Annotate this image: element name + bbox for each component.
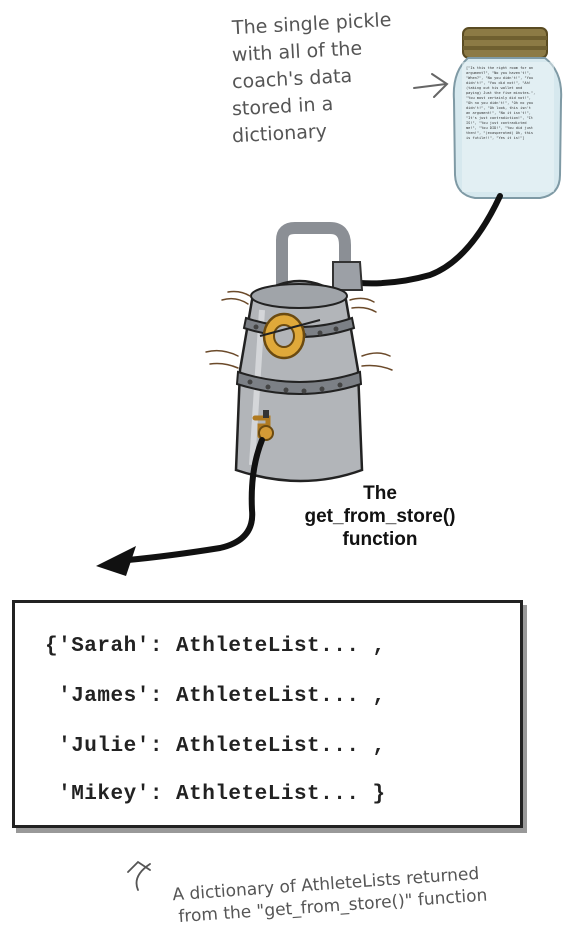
arrow-head-icon <box>96 546 136 576</box>
function-label: The get_from_store() function <box>285 482 475 551</box>
dictionary-box: {'Sarah': AthleteList... , 'James': Athl… <box>12 600 523 828</box>
pipe-hose <box>357 193 503 287</box>
bottom-note: A dictionary of AthleteLists returned fr… <box>172 864 582 927</box>
dictionary-line: 'Julie': AthleteList... , <box>45 735 386 758</box>
dictionary-line: {'Sarah': AthleteList... , <box>45 635 386 658</box>
output-hose <box>125 437 265 563</box>
store-tank-icon <box>205 222 393 483</box>
dictionary-line: 'James': AthleteList... , <box>45 685 386 708</box>
pickle-jar-icon <box>452 27 563 199</box>
function-label-line: function <box>342 529 418 550</box>
jar-contents: ["Is this the right room for an argument… <box>466 66 536 140</box>
function-label-line: The <box>363 483 397 504</box>
function-label-line: get_from_store() <box>304 506 456 527</box>
return-arrow-icon <box>127 860 151 891</box>
pointer-arrow-icon <box>413 73 449 98</box>
dictionary-line: 'Mikey': AthleteList... } <box>45 783 386 806</box>
